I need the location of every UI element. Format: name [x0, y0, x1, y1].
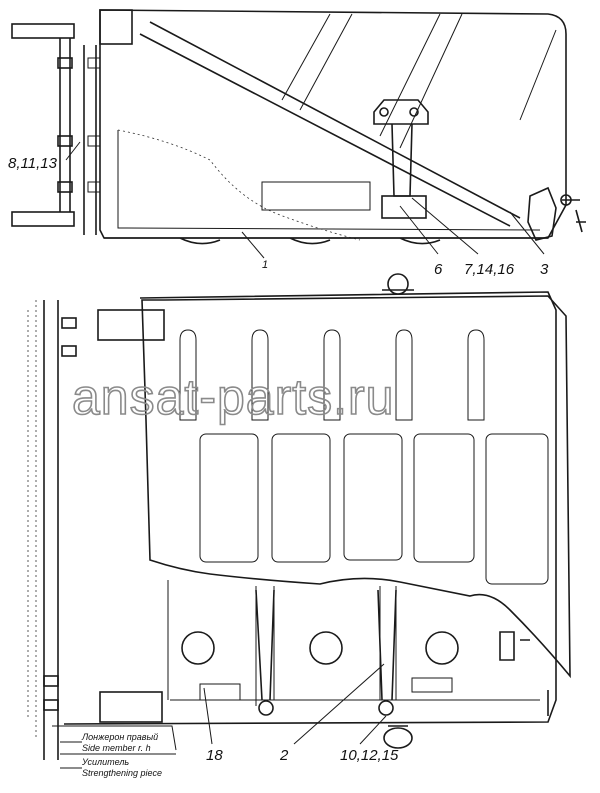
bolt-group-bottom — [43, 317, 77, 711]
battery-box-body — [99, 9, 567, 239]
leaders-top — [65, 141, 545, 259]
callout-6: 6 — [434, 261, 443, 278]
top-bracket — [99, 9, 133, 45]
callout-10-12-15: 10,12,15 — [340, 747, 399, 764]
callout-8-11-13: 8,11,13 — [8, 155, 58, 172]
callout-1: 1 — [262, 259, 268, 271]
callout-3: 3 — [540, 261, 549, 278]
strap-eyes — [258, 700, 394, 716]
frame-vertical — [83, 45, 97, 235]
cover-plate — [141, 295, 571, 679]
legend-strengthening-en: Strengthening piece — [82, 768, 162, 778]
mount-bracket — [59, 38, 71, 212]
callout-2: 2 — [279, 747, 289, 764]
box-outer — [63, 291, 557, 725]
bolt-group-top — [57, 57, 101, 193]
cutaway-edge — [117, 129, 361, 241]
bottom-view — [27, 273, 571, 760]
mount-bar-upper — [11, 23, 75, 39]
leaders-bottom — [52, 663, 387, 751]
diagonal-strap — [139, 21, 521, 227]
cover-windows — [199, 433, 549, 585]
terminal-plate-left — [199, 683, 241, 701]
side-hinge — [499, 631, 549, 716]
callout-18: 18 — [206, 747, 223, 764]
mount-block-lower — [99, 691, 163, 723]
clamp-straps — [255, 589, 397, 701]
side-member-rail — [43, 300, 59, 760]
watermark: ansat-parts.ru — [72, 369, 394, 425]
top-handle — [382, 273, 414, 295]
clamp-assembly — [373, 99, 429, 219]
battery-box-inner — [117, 130, 541, 231]
lock-assembly — [527, 186, 586, 241]
side-member-hatch — [27, 300, 37, 740]
terminal-plate-right — [411, 677, 453, 693]
mount-block-upper — [97, 309, 165, 341]
legend-strengthening-ru: Усилитель — [81, 757, 129, 767]
cover-ribs — [281, 13, 557, 149]
mount-bar-lower — [11, 211, 75, 227]
battery-plate — [261, 181, 371, 211]
legend-side-member-ru: Лонжерон правый — [81, 732, 158, 742]
side-member-legend: Лонжерон правый Side member r. h Усилите… — [60, 732, 176, 778]
battery-compartments — [167, 580, 540, 706]
legend-side-member-en: Side member r. h — [82, 743, 151, 753]
bottom-lock-knob — [383, 725, 413, 749]
lower-rim — [104, 237, 548, 245]
callout-7-14-16: 7,14,16 — [464, 261, 515, 278]
cover-slots-upper — [179, 329, 485, 421]
top-view — [11, 9, 586, 245]
battery-caps — [181, 631, 459, 665]
